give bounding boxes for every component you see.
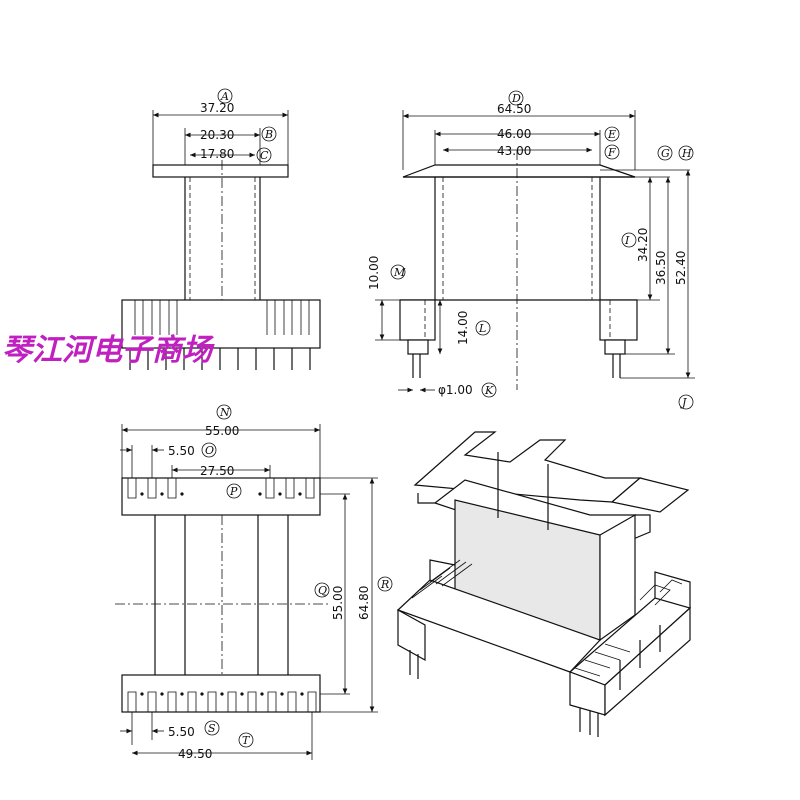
dim-L-value: 14.00 xyxy=(456,311,470,345)
front-base xyxy=(121,299,321,349)
label-S: S xyxy=(208,722,216,735)
plan-view: 55.00 N 5.50 O 27.50 P 55.00 Q 64.80 R xyxy=(115,404,393,761)
label-H: H xyxy=(681,147,692,160)
label-G: G xyxy=(661,147,670,160)
label-A: A xyxy=(220,90,229,103)
front-top-flange xyxy=(152,164,289,178)
dim-R-value: 64.80 xyxy=(357,586,371,620)
label-T: T xyxy=(242,734,251,747)
label-O: O xyxy=(205,444,214,457)
front-view: 37.20 A 20.30 B 17.80 C xyxy=(121,88,321,370)
dim-I-value: 34.20 xyxy=(636,228,650,262)
dim-J-value: 52.40 xyxy=(674,251,688,285)
label-D: D xyxy=(511,92,521,105)
side-view: 64.50 D 46.00 E 43.00 F G H 34.20 I 36.5… xyxy=(367,90,695,410)
dim-F-value: 43.00 xyxy=(497,144,531,158)
side-top-flange xyxy=(402,164,636,178)
label-F: F xyxy=(607,146,616,159)
dim-E-value: 46.00 xyxy=(497,127,531,141)
dim-Q-value: 55.00 xyxy=(331,586,345,620)
dim-O-value: 5.50 xyxy=(168,444,195,458)
label-B: B xyxy=(264,128,273,141)
label-C: C xyxy=(260,149,269,162)
dim-P-value: 27.50 xyxy=(200,464,234,478)
label-R: R xyxy=(380,578,389,591)
dim-T-value: 49.50 xyxy=(178,747,212,761)
label-L: L xyxy=(478,322,486,335)
isometric-view xyxy=(396,431,692,737)
label-J: J xyxy=(680,396,687,409)
dim-S-value: 5.50 xyxy=(168,725,195,739)
watermark-text: 琴江河电子商场 xyxy=(2,333,215,368)
dim-B-value: 20.30 xyxy=(200,128,234,142)
dim-N-value: 55.00 xyxy=(205,424,239,438)
label-M: M xyxy=(393,266,406,279)
dim-K-value: φ1.00 xyxy=(438,383,473,397)
dim-D-value: 64.50 xyxy=(497,102,531,116)
label-I: I xyxy=(624,234,630,247)
plan-top-comb xyxy=(121,477,321,516)
label-P: P xyxy=(229,485,238,498)
label-E: E xyxy=(607,128,616,141)
label-N: N xyxy=(219,406,230,419)
dim-H-value: 36.50 xyxy=(654,251,668,285)
dim-A-value: 37.20 xyxy=(200,101,234,115)
label-K: K xyxy=(484,384,494,397)
label-Q: Q xyxy=(318,584,327,597)
dim-M-value: 10.00 xyxy=(367,256,381,290)
dim-C-value: 17.80 xyxy=(200,147,234,161)
